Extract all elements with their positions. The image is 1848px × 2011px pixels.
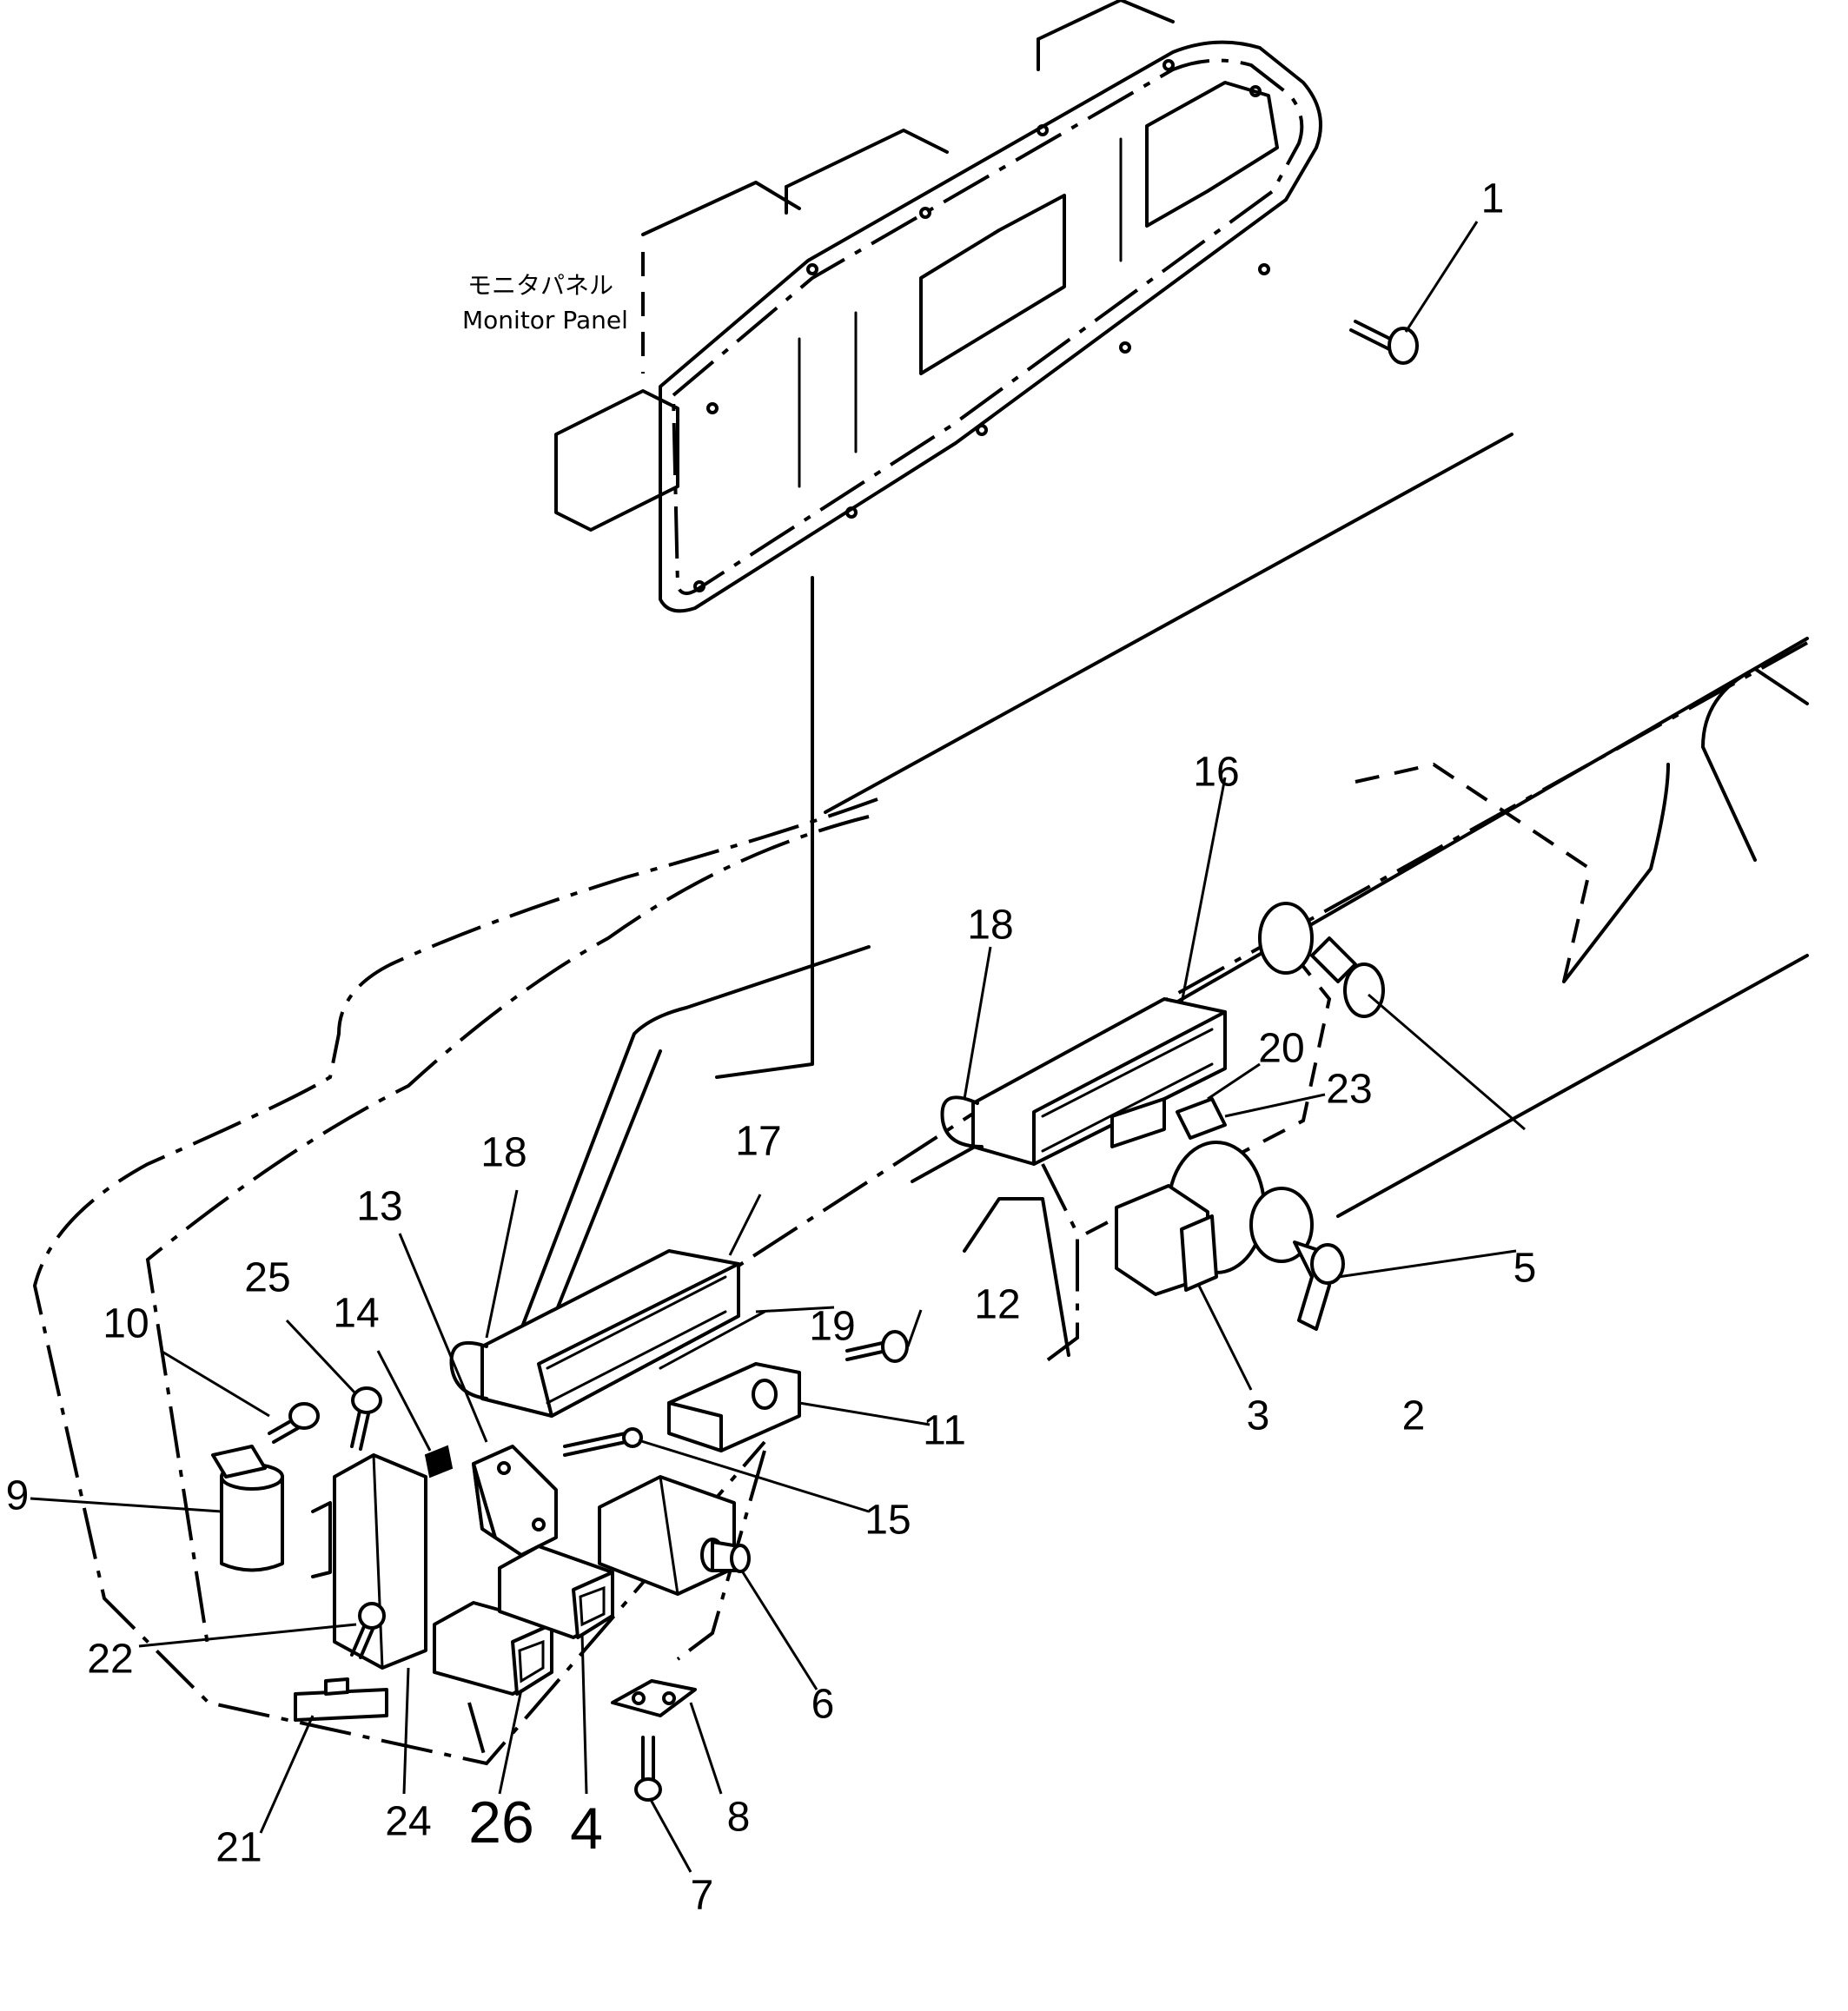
bolt-1 — [1349, 320, 1419, 365]
callout-24: 24 — [385, 1799, 431, 1845]
callout-7: 7 — [691, 1873, 714, 1919]
monitor-panel-label-en: Monitor Panel — [462, 306, 628, 334]
callout-23: 23 — [1326, 1067, 1372, 1113]
switch-3 — [1115, 1184, 1218, 1296]
box-24 — [311, 1453, 427, 1670]
bolt-12 — [845, 1330, 909, 1363]
callout-16: 16 — [1193, 750, 1239, 796]
bolt-10 — [268, 1402, 320, 1444]
callout-19: 19 — [809, 1304, 855, 1350]
callout-17: 17 — [735, 1119, 781, 1165]
leader-lines — [30, 221, 1526, 1873]
callout-12: 12 — [974, 1282, 1020, 1328]
monitor-panel: モニタパネル Monitor Panel — [462, 0, 1322, 1079]
callout-4: 4 — [570, 1796, 603, 1862]
callout-10: 10 — [103, 1301, 149, 1347]
callout-numbers: 1 2 3 4 5 6 7 8 9 10 11 12 13 14 15 16 1… — [6, 176, 1537, 1919]
callout-9: 9 — [6, 1473, 30, 1519]
callout-18a: 18 — [967, 903, 1013, 949]
callout-25: 25 — [244, 1255, 290, 1301]
callout-6: 6 — [811, 1682, 835, 1728]
callout-11: 11 — [923, 1408, 966, 1454]
monitor-panel-label-jp: モニタパネル — [467, 271, 613, 300]
console-body — [32, 433, 1809, 1766]
screw-7 — [634, 1736, 662, 1802]
buzzer-13 — [472, 1445, 558, 1557]
bolt-25 — [350, 1386, 382, 1451]
callout-5: 5 — [1514, 1246, 1537, 1292]
callout-20: 20 — [1258, 1026, 1304, 1072]
knob-5 — [1258, 902, 1385, 1018]
plate-8 — [611, 1679, 697, 1717]
clip-19 — [659, 1310, 766, 1370]
parts — [211, 320, 1419, 1802]
callout-1: 1 — [1481, 176, 1505, 222]
callout-14: 14 — [333, 1291, 379, 1337]
gauge-17 — [449, 1249, 740, 1418]
callout-26: 26 — [468, 1789, 534, 1856]
callout-15: 15 — [864, 1498, 911, 1544]
block-21 — [294, 1677, 388, 1722]
callout-8: 8 — [727, 1795, 751, 1841]
callout-13: 13 — [356, 1184, 402, 1230]
switch-26 — [433, 1601, 553, 1696]
callout-2: 2 — [1402, 1393, 1426, 1439]
pin-15 — [563, 1427, 643, 1457]
switch-6 — [598, 1475, 751, 1596]
gauge-16 — [940, 997, 1227, 1166]
relay-11 — [667, 1362, 801, 1452]
callout-22: 22 — [87, 1637, 133, 1683]
lamp-23 — [1176, 1097, 1227, 1140]
switch-4 — [498, 1545, 614, 1639]
callout-3: 3 — [1247, 1393, 1270, 1439]
condenser-9 — [211, 1445, 284, 1572]
bracket-20 — [1110, 1097, 1166, 1148]
bolt-22 — [350, 1602, 386, 1659]
callout-18b: 18 — [480, 1130, 527, 1176]
callout-21: 21 — [215, 1825, 262, 1871]
spring-14 — [424, 1445, 454, 1478]
